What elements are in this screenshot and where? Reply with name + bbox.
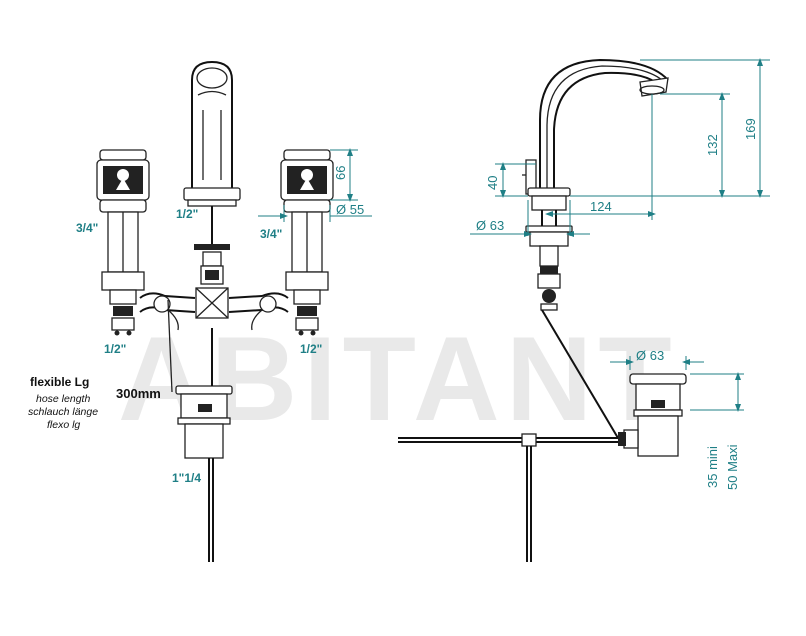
front-spout	[183, 60, 241, 285]
hose-line-2: schlauch länge	[28, 406, 98, 418]
side-dimensions: 40 Ø 63 124 132 169	[470, 58, 770, 237]
label-spout-inlet: 1/2"	[176, 207, 198, 221]
waste-detail: Ø 63 35 mini 50 Maxi	[610, 348, 744, 490]
label-left-inlet-top: 3/4"	[76, 221, 98, 235]
dim-handle-height: 66	[333, 166, 348, 180]
label-right-inlet-top: 3/4"	[260, 227, 282, 241]
dim-base-diameter: Ø 63	[476, 218, 504, 233]
side-popup-rod	[398, 309, 640, 562]
hose-length: 300mm	[116, 386, 161, 401]
hose-title: flexible Lg	[30, 375, 89, 389]
side-view: 40 Ø 63 124 132 169	[398, 58, 770, 562]
dim-spout-height: 132	[705, 134, 720, 156]
waste-dim-max: 50 Maxi	[725, 444, 740, 490]
hose-line-1: hose length	[36, 393, 90, 405]
label-left-inlet-bottom: 1/2"	[104, 342, 126, 356]
front-connectors	[139, 287, 289, 393]
side-spout	[522, 58, 669, 311]
dim-base-height: 40	[485, 176, 500, 190]
dim-handle-diameter: Ø 55	[336, 202, 364, 217]
waste-dim-diameter: Ø 63	[636, 348, 664, 363]
front-left-handle	[96, 149, 150, 336]
front-view: 66 Ø 55 3/4" 1/2" 1/2" 3/4" 1/2" 1"1/4 f…	[28, 60, 372, 562]
dim-reach: 124	[590, 199, 612, 214]
hose-note: flexible Lg hose length schlauch länge f…	[28, 375, 161, 431]
dim-total-height: 169	[743, 118, 758, 140]
label-right-inlet-bottom: 1/2"	[300, 342, 322, 356]
front-waste	[175, 328, 233, 562]
label-waste-size: 1"1/4	[172, 471, 201, 485]
front-right-handle	[280, 149, 334, 336]
hose-line-3: flexo lg	[47, 419, 80, 431]
front-dimensions: 66 Ø 55	[258, 148, 372, 222]
waste-dim-min: 35 mini	[705, 446, 720, 488]
